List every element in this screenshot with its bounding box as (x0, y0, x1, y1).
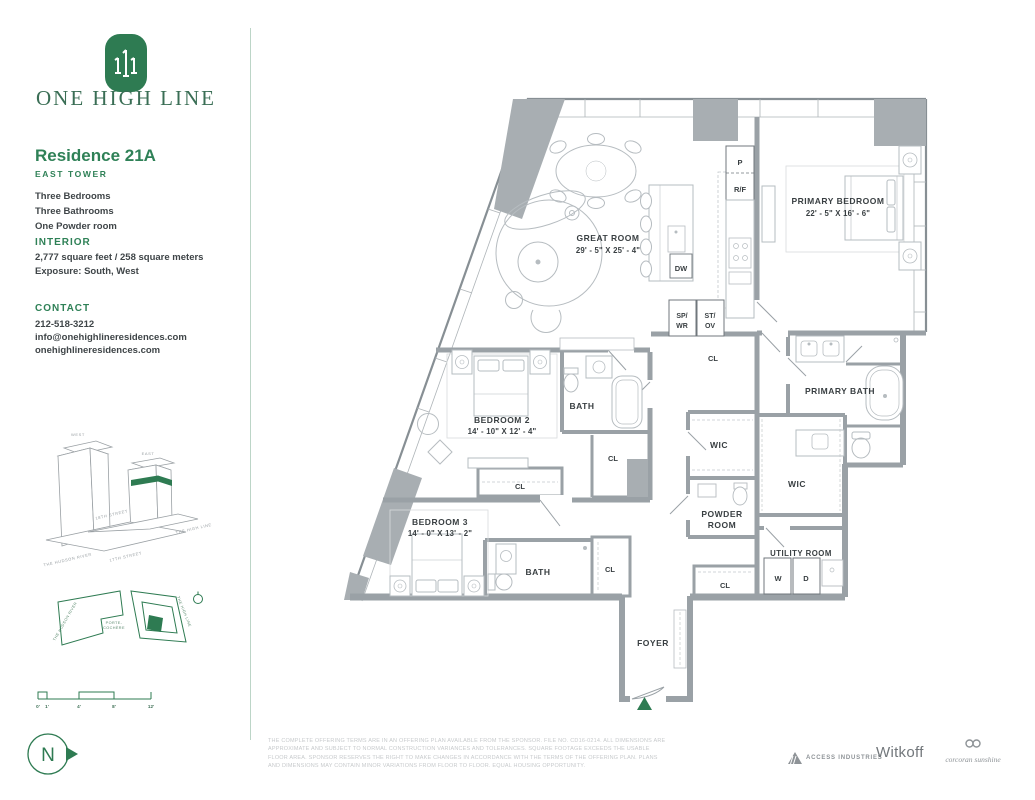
room-label-great-room: GREAT ROOM (577, 233, 640, 243)
room-dims-great-room: 29' - 5" X 25' - 4" (576, 246, 640, 255)
closet-label: CL (515, 482, 525, 491)
high-line-label: THE HIGH LINE (175, 522, 212, 535)
floor-plan: GREAT ROOM 29' - 5" X 25' - 4" PRIMARY B… (344, 97, 928, 710)
primary-bath-fixtures (795, 335, 904, 459)
contact-phone: 212-518-3212 (35, 319, 95, 330)
great-room-furniture (495, 133, 642, 351)
corcoran-sunshine-icon (965, 739, 981, 748)
appliance-label-ov: OV (705, 323, 715, 330)
partner-access-industries: Access Industries (788, 752, 883, 764)
one-high-line-logo-icon (105, 34, 147, 92)
north-compass: N (27, 733, 78, 775)
street-17-label: 17TH STREET (109, 550, 143, 562)
bathroom-2-fixtures (563, 355, 643, 429)
room-dims-bedroom-2: 14' - 10" X 12' - 4" (468, 427, 537, 436)
compass-arrow-icon (66, 747, 78, 761)
closet-label: CL (608, 454, 618, 463)
sitemap-porte-label-1: PORTE- (106, 621, 123, 625)
appliance-label-st: ST/ (705, 313, 716, 320)
bedroom-2-furniture (417, 349, 558, 469)
scale-tick-0: 0' (36, 704, 40, 709)
sitemap-hudson-label: THE HUDSON RIVER (52, 601, 78, 641)
room-label-bath-2: BATH (570, 401, 595, 411)
compass-n-label: N (41, 745, 55, 766)
towers-diagram: WEST EAST 18TH STREET THE HIGH LINE 17TH… (43, 432, 212, 568)
offering-disclaimer: THE COMPLETE OFFERING TERMS ARE IN AN OF… (268, 738, 666, 769)
access-industries-icon (788, 752, 802, 764)
closet-label: CL (708, 354, 718, 363)
room-label-powder-1: POWDER (701, 509, 742, 519)
closet-label: CL (605, 565, 615, 574)
interior-exposure: Exposure: South, West (35, 266, 139, 277)
sitemap-porte-label-2: COCHÈRE (103, 625, 125, 630)
room-dims-bedroom-3: 14' - 0" X 13' - 2" (408, 529, 472, 538)
room-label-bath-3: BATH (526, 567, 551, 577)
structural-columns (344, 99, 926, 600)
brand-name: ONE HIGH LINE (36, 86, 216, 110)
room-label-bedroom-3: BEDROOM 3 (412, 517, 468, 527)
appliance-label-sp: SP/ (676, 313, 687, 320)
appliance-label-pantry: P (737, 158, 742, 167)
contact-email[interactable]: info@onehighlineresidences.com (35, 332, 187, 343)
appliance-label-washer: W (774, 574, 782, 583)
primary-bedroom-furniture (761, 145, 922, 271)
residence-title: Residence 21A (35, 146, 156, 165)
contact-heading: CONTACT (35, 303, 91, 314)
room-label-wic-2: WIC (788, 479, 806, 489)
scale-bar: 0' 1' 4' 8' 12' (36, 691, 154, 709)
bathroom-3-fixtures (487, 543, 587, 591)
scale-tick-1: 1' (45, 704, 49, 709)
sitemap-highline-label: THE HIGH LINE (176, 596, 192, 628)
interior-area: 2,777 square feet / 258 square meters (35, 252, 204, 263)
residence-tower: EAST TOWER (35, 169, 108, 179)
partner-witkoff: Witkoff (876, 744, 924, 761)
scale-tick-12: 12' (148, 704, 154, 709)
room-label-utility: UTILITY ROOM (770, 549, 832, 558)
room-label-primary-bedroom: PRIMARY BEDROOM (792, 196, 885, 206)
appliance-label-fridge: R/F (734, 185, 747, 194)
hudson-river-label: THE HUDSON RIVER (43, 552, 92, 568)
door-leaves (539, 301, 863, 700)
appliance-label-dryer: D (803, 574, 809, 583)
contact-website[interactable]: onehighlineresidences.com (35, 345, 161, 356)
room-label-bedroom-2: BEDROOM 2 (474, 415, 530, 425)
kitchen-fixtures (640, 145, 755, 337)
room-label-wic-1: WIC (710, 440, 728, 450)
site-map: THE HUDSON RIVER PORTE- COCHÈRE THE HIGH… (52, 590, 203, 646)
tower-label-east: EAST (142, 451, 155, 456)
closet-label: CL (720, 581, 730, 590)
room-label-primary-bath: PRIMARY BATH (805, 386, 875, 396)
scale-tick-8: 8' (112, 704, 116, 709)
room-label-foyer: FOYER (637, 638, 669, 648)
feature-bathrooms: Three Bathrooms (35, 206, 114, 217)
appliance-label-dishwasher: DW (675, 264, 688, 273)
unit-location-marker (147, 615, 163, 632)
room-dims-primary-bedroom: 22' - 5" X 16' - 6" (806, 209, 870, 218)
feature-powder: One Powder room (35, 221, 117, 232)
entry-marker-icon (637, 697, 652, 710)
closet-utility-fixtures (482, 419, 844, 669)
room-label-powder-2: ROOM (708, 520, 736, 530)
sidebar-divider (250, 28, 251, 740)
bedroom-3-furniture (389, 509, 489, 597)
interior-heading: INTERIOR (35, 237, 91, 248)
feature-bedrooms: Three Bedrooms (35, 191, 111, 202)
partner-corcoran-sunshine: corcoran sunshine (936, 739, 1010, 767)
appliance-label-wr: WR (676, 323, 688, 330)
tower-label-west: WEST (71, 432, 85, 437)
scale-tick-4: 4' (77, 704, 81, 709)
